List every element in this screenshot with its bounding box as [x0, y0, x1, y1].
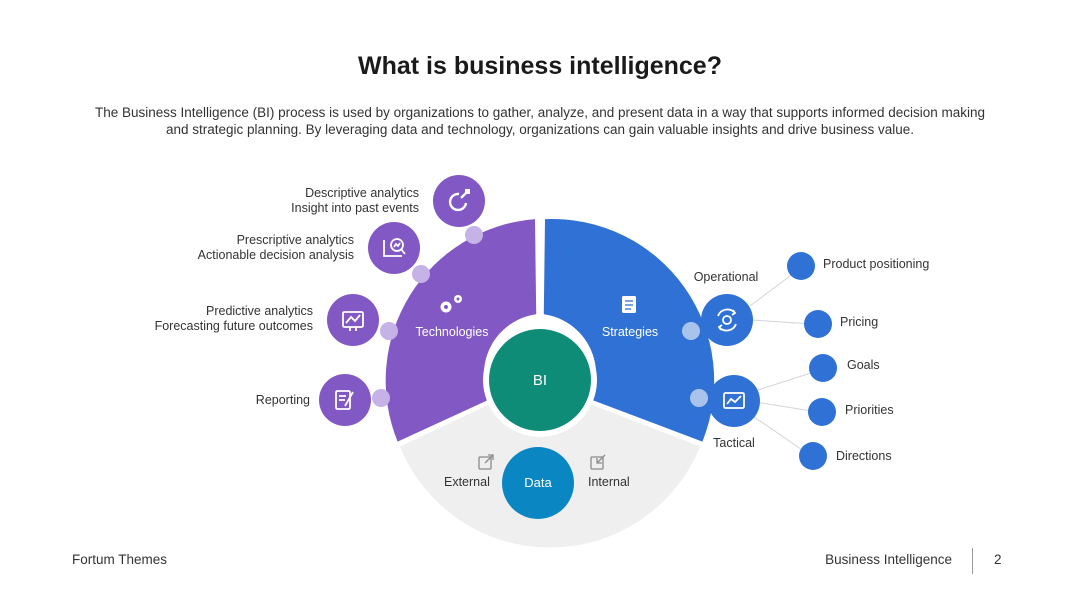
slide-subtitle: The Business Intelligence (BI) process i… — [70, 104, 1010, 138]
data-circle — [502, 447, 574, 519]
pricing-dot[interactable] — [804, 310, 832, 338]
footer-brand: Fortum Themes — [72, 552, 168, 567]
magnify-analysis-icon — [383, 238, 406, 257]
tech-connector-dot-4 — [372, 389, 390, 407]
tactical-node[interactable] — [708, 375, 760, 427]
subtitle-line-2: and strategic planning. By leveraging da… — [166, 122, 914, 137]
tech-connector-dot-3 — [380, 322, 398, 340]
prescriptive-analytics-node[interactable] — [368, 222, 420, 274]
strategy-connector-dot-1 — [682, 322, 700, 340]
descriptive-analytics-label: Descriptive analytics Insight into past … — [291, 186, 419, 215]
footer-topic: Business Intelligence — [825, 552, 952, 567]
external-label: External — [444, 475, 490, 489]
gears-icon — [440, 295, 462, 313]
strategy-connectors — [749, 269, 821, 455]
product-positioning-dot[interactable] — [787, 252, 815, 280]
priorities-dot[interactable] — [808, 398, 836, 426]
predictive-analytics-label: Predictive analytics Forecasting future … — [154, 304, 313, 333]
subtitle-line-1: The Business Intelligence (BI) process i… — [95, 105, 985, 120]
tech-connector-dot-2 — [412, 265, 430, 283]
technologies-label: Technologies — [416, 325, 489, 339]
report-pen-icon — [335, 390, 354, 410]
tech-connector-dot-1 — [465, 226, 483, 244]
tactical-label: Tactical — [713, 436, 755, 450]
priorities-label: Priorities — [845, 403, 894, 417]
strategies-label: Strategies — [602, 325, 658, 339]
strategy-connector-dot-2 — [690, 389, 708, 407]
predictive-analytics-node[interactable] — [327, 294, 379, 346]
internal-label: Internal — [588, 475, 630, 489]
chart-ring-icon — [448, 189, 470, 212]
segment-technologies — [385, 219, 537, 442]
document-icon — [622, 296, 636, 313]
goals-dot[interactable] — [809, 354, 837, 382]
bi-center-label: BI — [533, 372, 547, 389]
segment-strategies — [543, 218, 715, 442]
directions-dot[interactable] — [799, 442, 827, 470]
bi-center-fill — [489, 329, 591, 431]
product-positioning-label: Product positioning — [823, 257, 930, 271]
internal-icon — [590, 454, 606, 470]
goals-label: Goals — [847, 358, 880, 372]
descriptive-analytics-node[interactable] — [433, 175, 485, 227]
directions-label: Directions — [836, 449, 892, 463]
data-label: Data — [524, 475, 552, 490]
reporting-node[interactable] — [319, 374, 371, 426]
slide-title: What is business intelligence? — [358, 52, 722, 80]
reporting-label: Reporting — [255, 393, 310, 407]
operational-label: Operational — [693, 270, 759, 284]
prescriptive-analytics-label: Prescriptive analytics Actionable decisi… — [197, 233, 354, 262]
cycle-gear-icon — [717, 308, 737, 332]
line-chart-icon — [723, 392, 745, 409]
pricing-label: Pricing — [840, 315, 879, 329]
external-icon — [478, 454, 494, 470]
operational-node[interactable] — [701, 294, 753, 346]
trend-chart-icon — [342, 311, 364, 331]
footer-divider — [972, 548, 973, 574]
page-number: 2 — [994, 552, 1002, 567]
